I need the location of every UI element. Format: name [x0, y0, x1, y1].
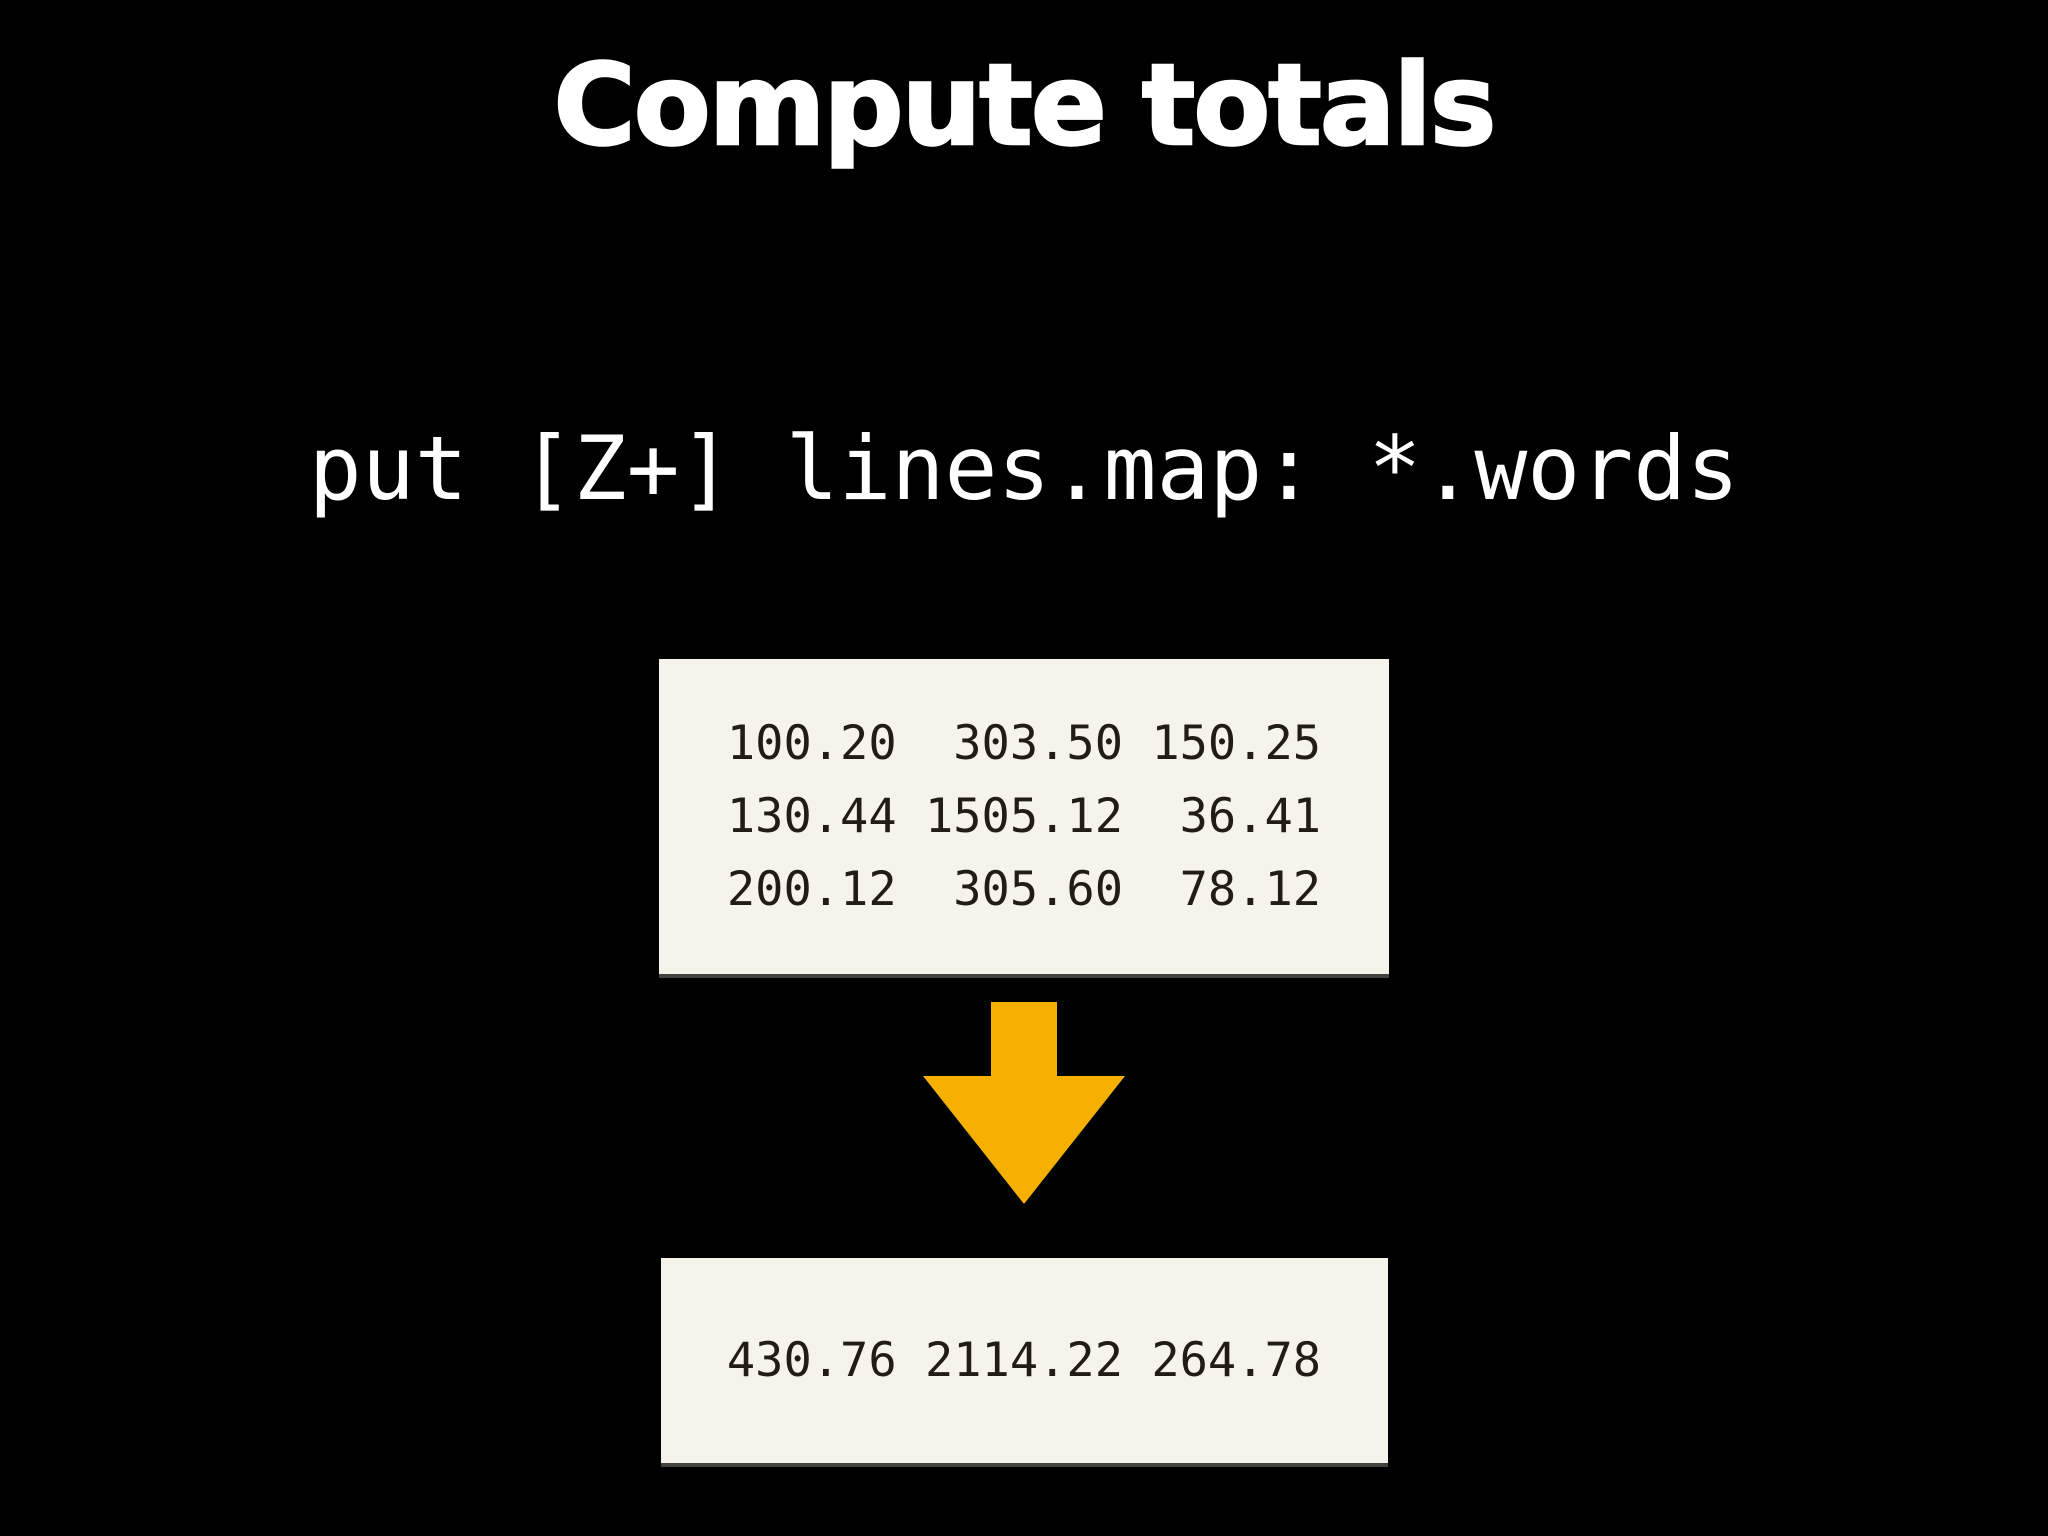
code-line: put [Z+] lines.map: *.words — [308, 416, 1740, 520]
totals-card: 430.76 2114.22 264.78 — [660, 1258, 1388, 1464]
input-matrix-card: 100.20 303.50 150.25 130.44 1505.12 36.4… — [659, 659, 1389, 975]
matrix-row: 100.20 303.50 150.25 — [726, 716, 1322, 772]
slide-title: Compute totals — [552, 40, 1497, 171]
matrix-row: 130.44 1505.12 36.41 — [726, 789, 1322, 845]
down-arrow-shape — [923, 1002, 1125, 1205]
down-arrow-icon — [923, 1002, 1125, 1205]
totals-line: 430.76 2114.22 264.78 — [726, 1333, 1322, 1389]
matrix-row: 200.12 305.60 78.12 — [726, 862, 1322, 918]
